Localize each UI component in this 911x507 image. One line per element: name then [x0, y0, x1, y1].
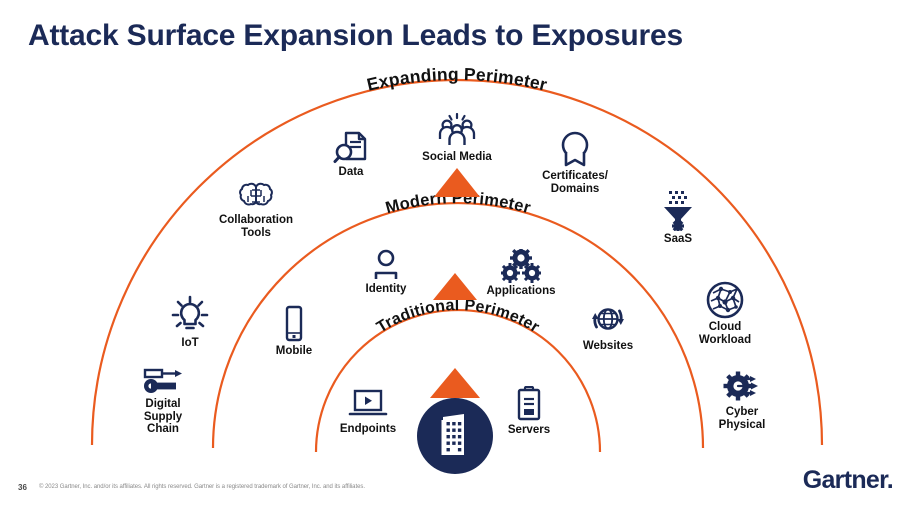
- node-label: Identity: [365, 283, 407, 295]
- clipboard-server-icon: [469, 385, 589, 422]
- node-label: Data: [338, 166, 364, 178]
- svg-text:Expanding Perimeter: Expanding Perimeter: [365, 64, 549, 95]
- node-cloud-workload[interactable]: Cloud Workload: [665, 281, 785, 346]
- gartner-logo-mark: .: [886, 466, 894, 494]
- center-core: [417, 398, 493, 474]
- node-saas[interactable]: SaaS: [618, 189, 738, 246]
- funnel-data-icon: [618, 189, 738, 232]
- node-identity[interactable]: Identity: [326, 249, 446, 296]
- triangle-up-icon-traditional: [430, 368, 480, 398]
- node-cyber-physical[interactable]: Cyber Physical: [682, 370, 802, 431]
- people-group-icon: [397, 112, 517, 149]
- page-title: Attack Surface Expansion Leads to Exposu…: [28, 19, 683, 52]
- node-certificates-domains[interactable]: Certificates/ Domains: [515, 130, 635, 195]
- triangle-up-icon-expanding: [434, 168, 480, 197]
- node-label: IoT: [181, 337, 199, 349]
- node-mobile[interactable]: Mobile: [234, 305, 354, 358]
- certificate-ribbon-icon: [515, 130, 635, 168]
- node-label: Cloud Workload: [698, 321, 752, 346]
- node-iot[interactable]: IoT: [130, 295, 250, 350]
- monitor-play-icon: [308, 389, 428, 421]
- node-label: Mobile: [275, 345, 313, 357]
- building-icon: [441, 414, 464, 455]
- arc-expanding-perimeter: Expanding Perimeter: [90, 64, 824, 446]
- triangle-up-icon-modern: [433, 273, 477, 300]
- node-label: Collaboration Tools: [218, 214, 294, 239]
- node-endpoints[interactable]: Endpoints: [308, 389, 428, 436]
- gartner-logo: Gartner.: [802, 466, 894, 495]
- node-label: Applications: [486, 285, 556, 297]
- globe-refresh-icon: [548, 300, 668, 338]
- smartphone-icon: [234, 305, 354, 343]
- page-number: 36: [18, 483, 27, 492]
- cloud-network-sphere-icon: [665, 281, 785, 319]
- node-data[interactable]: Data: [291, 130, 411, 179]
- person-icon: [326, 249, 446, 281]
- brain-icon: [196, 182, 316, 212]
- node-social-media[interactable]: Social Media: [397, 112, 517, 164]
- node-label: Digital Supply Chain: [143, 398, 183, 435]
- node-label: Certificates/ Domains: [542, 170, 608, 195]
- node-label: Servers: [507, 424, 551, 436]
- node-label: Websites: [582, 340, 634, 352]
- node-websites[interactable]: Websites: [548, 300, 668, 353]
- arc-label-traditional: Traditional Perimeter: [374, 297, 542, 336]
- node-applications[interactable]: Applications: [461, 247, 581, 298]
- gears-icon: [461, 247, 581, 283]
- supply-chain-icon: [103, 366, 223, 396]
- lightbulb-icon: [130, 295, 250, 335]
- svg-text:Traditional Perimeter: Traditional Perimeter: [374, 297, 542, 336]
- copyright-notice: © 2023 Gartner, Inc. and/or its affiliat…: [39, 484, 365, 490]
- gear-arrow-icon: [682, 370, 802, 404]
- node-label: SaaS: [663, 233, 693, 245]
- node-label: Cyber Physical: [718, 406, 766, 431]
- arc-label-expanding: Expanding Perimeter: [365, 64, 549, 95]
- node-label: Social Media: [422, 151, 492, 163]
- node-collaboration-tools[interactable]: Collaboration Tools: [196, 182, 316, 239]
- gartner-logo-text: Gartner: [802, 466, 888, 494]
- document-search-icon: [291, 130, 411, 164]
- node-digital-supply-chain[interactable]: Digital Supply Chain: [103, 366, 223, 436]
- node-label: Endpoints: [339, 423, 397, 435]
- node-servers[interactable]: Servers: [469, 385, 589, 437]
